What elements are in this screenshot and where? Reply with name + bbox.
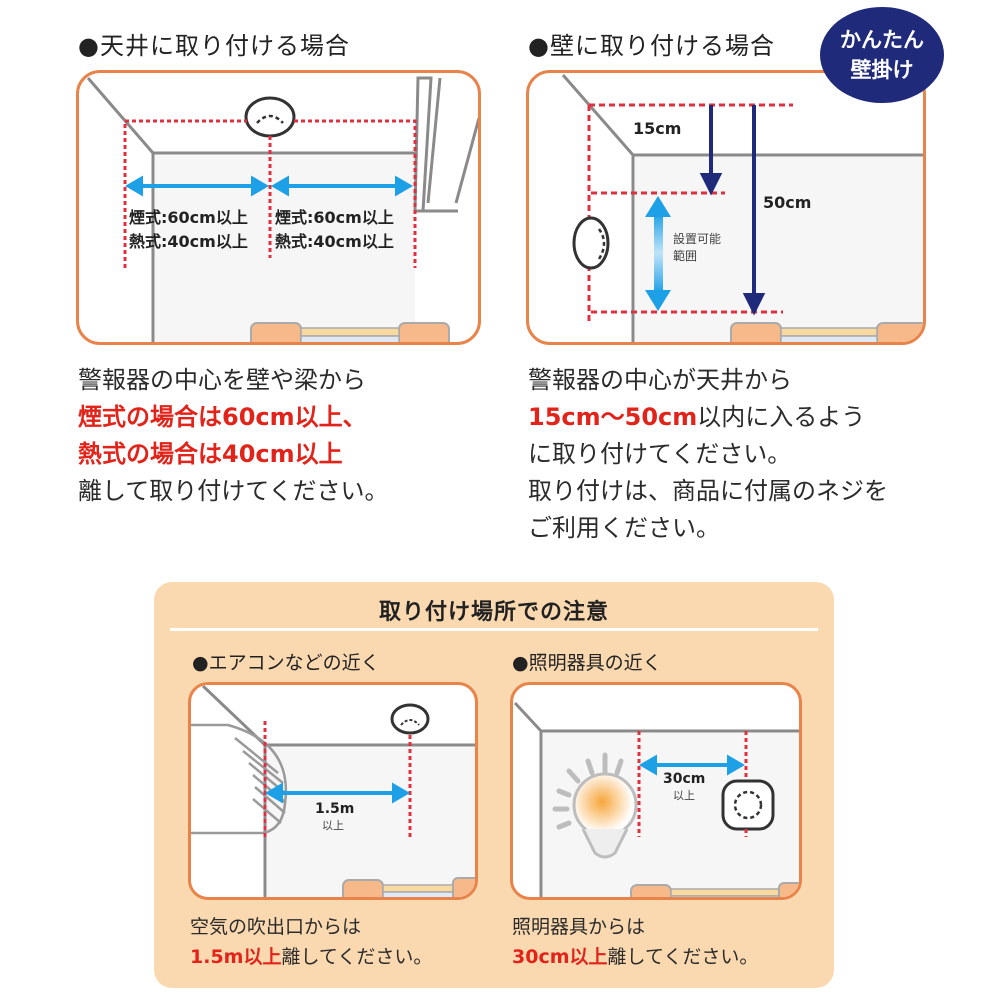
- aircon-distance-label: 1.5m 以上: [315, 801, 355, 833]
- badge-line1: かんたん: [840, 28, 924, 52]
- aircon-text-rest: 離してください。: [281, 946, 433, 968]
- wall-desc-line5: ご利用ください。: [528, 514, 720, 542]
- ceiling-section-heading: ●天井に取り付ける場合: [78, 32, 350, 60]
- aircon-diagram-panel: 1.5m 以上: [188, 682, 478, 900]
- ceiling-desc-heat-requirement: 熱式の場合は40cm以上: [78, 440, 343, 468]
- caution-divider: [170, 628, 818, 631]
- right-smoke-label: 煙式:60cm以上: [275, 208, 394, 227]
- wall-desc-line3: に取り付けてください。: [528, 440, 792, 468]
- wall-15cm-label: 15cm: [633, 119, 682, 138]
- wall-room-illustration: [561, 74, 923, 342]
- aircon-detector-icon: [390, 703, 430, 735]
- wall-section-heading: ●壁に取り付ける場合: [528, 32, 775, 60]
- lighting-text-rest: 離してください。: [607, 946, 759, 968]
- lighting-heading: ●照明器具の近く: [512, 652, 662, 674]
- badge-line2: 壁掛け: [850, 58, 914, 82]
- lighting-detector-icon: [721, 779, 775, 831]
- left-heat-label: 熱式:40cm以上: [129, 232, 248, 251]
- lighting-text-line2: 30cm以上離してください。: [512, 942, 758, 972]
- lighting-distance-suffix: 以上: [673, 789, 695, 802]
- ceiling-desc-line4: 離して取り付けてください。: [78, 477, 389, 505]
- lighting-diagram-panel: 30cm 以上: [510, 682, 802, 900]
- wall-desc-line2-rest: 以内に入るよう: [697, 403, 866, 431]
- ceiling-desc-line1: 警報器の中心を壁や梁から: [78, 366, 366, 394]
- wall-desc-line2: 15cm〜50cm以内に入るよう: [528, 399, 888, 436]
- ceiling-diagram-panel: 煙式:60cm以上 熱式:40cm以上 煙式:60cm以上 熱式:40cm以上: [76, 70, 481, 345]
- easy-wall-mount-badge: かんたん 壁掛け: [820, 7, 944, 103]
- aircon-text-line1: 空気の吹出口からは: [190, 916, 362, 938]
- wall-detector-icon: [572, 216, 610, 270]
- aircon-heading: ●エアコンなどの近く: [192, 652, 380, 674]
- installation-caution-box: 取り付け場所での注意 ●エアコンなどの近く: [154, 582, 834, 988]
- ceiling-right-distance-labels: 煙式:60cm以上 熱式:40cm以上: [275, 206, 394, 254]
- aircon-text-line2: 1.5m以上離してください。: [190, 942, 432, 972]
- caution-title: 取り付け場所での注意: [378, 600, 609, 625]
- lighting-distance-requirement: 30cm以上: [512, 946, 608, 968]
- ceiling-left-distance-labels: 煙式:60cm以上 熱式:40cm以上: [129, 206, 248, 254]
- installable-range-label: 設置可能 範囲: [673, 231, 721, 265]
- wall-50cm-label: 50cm: [763, 193, 812, 212]
- lighting-caution-text: 照明器具からは 30cm以上離してください。: [512, 912, 758, 972]
- range-label-line2: 範囲: [673, 249, 698, 263]
- ceiling-room-illustration: [86, 76, 478, 342]
- wall-desc-line1: 警報器の中心が天井から: [528, 366, 792, 394]
- aircon-distance-value: 1.5m: [315, 801, 355, 817]
- aircon-caution-text: 空気の吹出口からは 1.5m以上離してください。: [190, 912, 432, 972]
- range-label-line1: 設置可能: [673, 232, 722, 246]
- wall-desc-line4: 取り付けは、商品に付属のネジを: [528, 477, 888, 505]
- left-smoke-label: 煙式:60cm以上: [129, 208, 248, 227]
- lighting-distance-label: 30cm 以上: [663, 771, 705, 803]
- aircon-distance-suffix: 以上: [322, 819, 344, 832]
- lighting-distance-value: 30cm: [663, 771, 706, 787]
- lighting-room-illustration: [513, 701, 799, 897]
- aircon-distance-requirement: 1.5m以上: [190, 946, 282, 968]
- light-bulb-icon: [552, 752, 638, 859]
- ceiling-description: 警報器の中心を壁や梁から 煙式の場合は60cm以上、 熱式の場合は40cm以上 …: [78, 362, 389, 510]
- wall-diagram-panel: 15cm 50cm 設置可能 範囲: [526, 70, 926, 345]
- ceiling-detector-icon: [244, 96, 296, 138]
- right-heat-label: 熱式:40cm以上: [275, 232, 394, 251]
- wall-description: 警報器の中心が天井から 15cm〜50cm以内に入るよう に取り付けてください。…: [528, 362, 888, 547]
- aircon-room-illustration: [191, 685, 475, 897]
- ceiling-desc-smoke-requirement: 煙式の場合は60cm以上、: [78, 403, 367, 431]
- lighting-text-line1: 照明器具からは: [512, 916, 646, 938]
- wall-range-requirement: 15cm〜50cm: [528, 403, 698, 431]
